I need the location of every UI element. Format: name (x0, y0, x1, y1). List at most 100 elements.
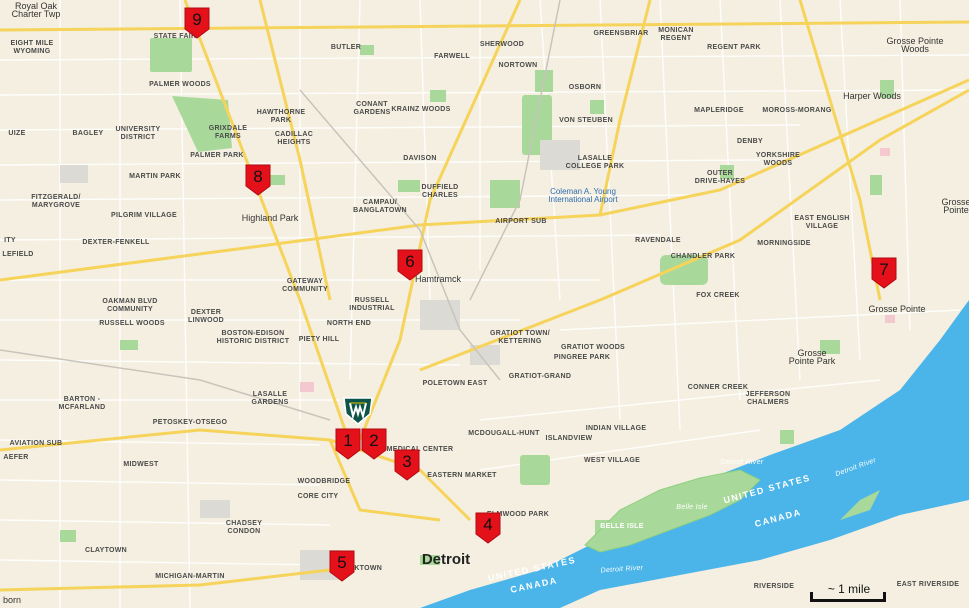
label-pilgrim-village: PILGRIM VILLAGE (111, 212, 177, 219)
label-krainz-woods: KRAINZ WOODS (391, 106, 451, 113)
marker-label: 5 (337, 553, 347, 572)
map-pin-icon (394, 449, 420, 481)
scale-bar-label: ~ 1 mile (827, 582, 871, 596)
label-corktown: CORKTOWN (337, 565, 383, 572)
map-pin-icon (475, 512, 501, 544)
label-michigan-martin: MICHIGAN-MARTIN (155, 573, 225, 580)
label-farwell: FARWELL (434, 53, 470, 60)
label-regent-park: REGENT PARK (707, 44, 761, 51)
label-indian-village: INDIAN VILLAGE (585, 425, 647, 432)
label-mcdougall-hunt: MCDOUGALL-HUNT (468, 430, 540, 437)
marker-label: 1 (343, 431, 353, 450)
marker-label: 4 (483, 515, 493, 534)
label-gratiot-grand: GRATIOT-GRAND (508, 373, 572, 380)
scale-bar-tick-right (883, 592, 886, 602)
marker-label: 7 (879, 260, 889, 279)
label-highland-park: Highland Park (241, 213, 299, 223)
marker-label: 3 (402, 452, 412, 471)
label-denby: DENBY (736, 138, 764, 145)
map-pin-icon (361, 428, 387, 460)
label-pingree-park: PINGREE PARK (553, 354, 611, 361)
label-elfield-partial: LEFIELD (2, 251, 34, 258)
map-pin-icon (245, 164, 271, 196)
label-piety-hill: PIETY HILL (298, 336, 340, 343)
label-conner-creek: CONNER CREEK (687, 384, 749, 391)
label-gratiot-woods: GRATIOT WOODS (560, 344, 626, 351)
marker-7[interactable]: 7 (871, 257, 897, 289)
label-sherwood: SHERWOOD (479, 41, 525, 48)
label-russell-woods: RUSSELL WOODS (99, 320, 165, 327)
marker-label: 8 (253, 167, 263, 186)
label-belle-isle-park: Belle Isle (676, 504, 708, 511)
label-elmwood-park: ELMWOOD PARK (486, 511, 550, 518)
marker-6[interactable]: 6 (397, 249, 423, 281)
map-pin-icon (397, 249, 423, 281)
label-poletown-east: POLETOWN EAST (422, 380, 488, 387)
label-martin-park: MARTIN PARK (129, 173, 181, 180)
label-born-partial: born (2, 595, 22, 605)
scale-bar: ~ 1 mile (810, 582, 888, 604)
map-pin-icon (329, 550, 355, 582)
label-nortown: NORTOWN (498, 62, 538, 69)
label-eastern-market: EASTERN MARKET (427, 472, 497, 479)
label-gratiot-town-kettering: GRATIOT TOWN/KETTERING (489, 330, 551, 345)
label-airport-sub: AIRPORT SUB (495, 218, 547, 225)
label-belle-isle: BELLE ISLE (600, 523, 644, 530)
label-aefer-partial: AEFER (3, 454, 29, 461)
label-morningside: MORNINGSIDE (757, 240, 811, 247)
label-west-village: WEST VILLAGE (583, 457, 641, 464)
label-fox-creek: FOX CREEK (696, 292, 740, 299)
label-palmer-park: PALMER PARK (190, 152, 244, 159)
label-osborn: OSBORN (568, 84, 602, 91)
marker-5[interactable]: 5 (329, 550, 355, 582)
marker-3[interactable]: 3 (394, 449, 420, 481)
marker-8[interactable]: 8 (245, 164, 271, 196)
label-campau-banglatown: CAMPAU/BANGLATOWN (353, 199, 407, 214)
marker-label: 6 (405, 252, 415, 271)
label-claytown: CLAYTOWN (84, 547, 128, 554)
marker-label: 9 (192, 10, 202, 29)
marker-1[interactable]: 1 (335, 428, 361, 460)
label-detroit: Detroit (421, 551, 471, 568)
marker-4[interactable]: 4 (475, 512, 501, 544)
scale-bar-tick-left (810, 592, 813, 602)
label-palmer-woods: PALMER WOODS (149, 81, 211, 88)
wayne-state-w-shield-icon[interactable] (342, 396, 374, 426)
label-core-city: CORE CITY (297, 493, 339, 500)
label-east-riverside: EAST RIVERSIDE (896, 581, 960, 588)
label-davison: DAVISON (403, 155, 437, 162)
label-von-steuben: VON STEUBEN (559, 117, 613, 124)
marker-9[interactable]: 9 (184, 7, 210, 39)
label-riverside: RIVERSIDE (753, 583, 795, 590)
label-harper-woods: Harper Woods (843, 91, 901, 101)
marker-label: 2 (369, 431, 379, 450)
map-pin-icon (871, 257, 897, 289)
label-detroit-river-1: Detroit River (720, 459, 764, 466)
marker-2[interactable]: 2 (361, 428, 387, 460)
label-butler: BUTLER (330, 44, 362, 51)
label-city-partial: ITY (4, 237, 16, 244)
label-hamtramck: Hamtramck (414, 274, 462, 284)
map-pin-icon (335, 428, 361, 460)
